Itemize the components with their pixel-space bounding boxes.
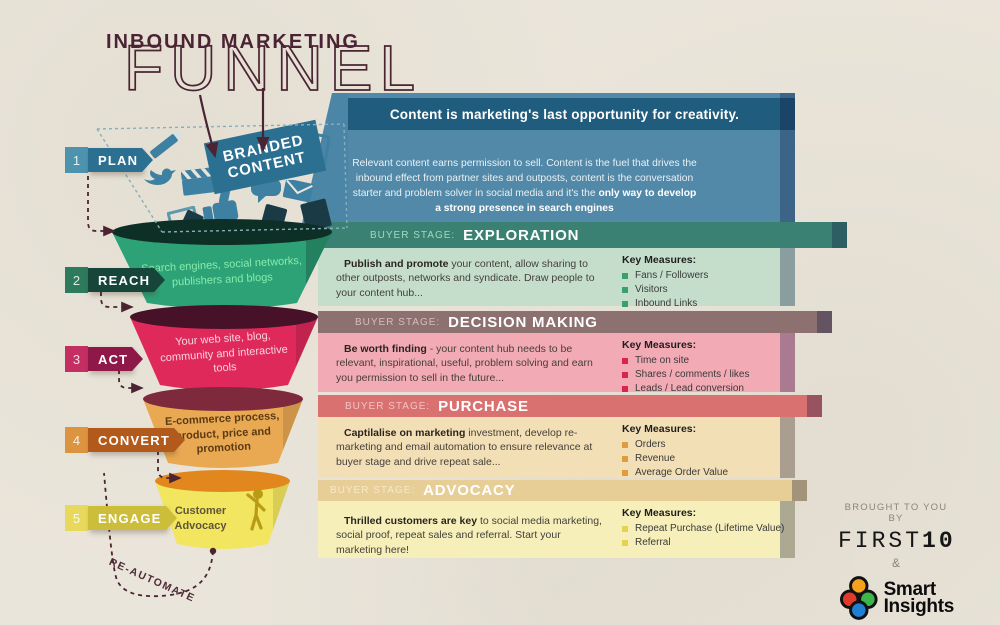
measure-item: Repeat Purchase (Lifetime Value) (622, 523, 784, 534)
envelope-icon (283, 180, 314, 203)
bullet-icon (622, 539, 628, 546)
re-automate-label: RE-AUTOMATE (107, 556, 198, 605)
key-measures-title: Key Measures: (622, 423, 697, 435)
buyer-stage-label: BUYER STAGE: (370, 229, 456, 241)
buyer-stage-band-purchase: BUYER STAGE: PURCHASE (318, 395, 822, 417)
buyer-stage-name: EXPLORATION (463, 226, 580, 244)
row-body-text: your content, allow sharing to other out… (336, 258, 595, 299)
row-paragraph: Thrilled customers are key to social med… (336, 514, 608, 557)
stage-row-purchase: Captilalise on marketing investment, dev… (318, 417, 795, 478)
stage-number: 5 (65, 505, 88, 531)
key-measures-title: Key Measures: (622, 507, 697, 519)
brought-to-you-by: BROUGHT TO YOU BY (844, 502, 948, 524)
branding-block: BROUGHT TO YOU BY FIRST10 & Smart Insigh… (838, 502, 954, 623)
intro-headline-band: Content is marketing's last opportunity … (348, 98, 795, 130)
bullet-icon (622, 357, 628, 364)
key-measures-title: Key Measures: (622, 254, 697, 266)
measure-item: Visitors (622, 284, 708, 295)
measure-item: Time on site (622, 355, 749, 366)
intro-paragraph-bold: only way to develop a strong presence in… (435, 187, 697, 214)
key-measures-title: Key Measures: (622, 339, 697, 351)
stage-name: REACH (88, 268, 166, 292)
title-line1: INBOUND MARKETING (106, 31, 360, 53)
buyer-stage-name: ADVOCACY (423, 482, 516, 499)
row-body-text: - your content hub needs to be relevant,… (336, 343, 593, 384)
row-paragraph: Be worth finding - your content hub need… (336, 342, 608, 385)
buyer-stage-band-advocacy: BUYER STAGE: ADVOCACY (318, 480, 807, 501)
bullet-icon (622, 286, 628, 293)
buyer-stage-band-decision-making: BUYER STAGE: DECISION MAKING (318, 311, 832, 333)
ampersand: & (891, 556, 900, 570)
measure-item: Orders (622, 439, 728, 450)
buyer-stage-label: BUYER STAGE: (355, 316, 441, 328)
bullet-icon (622, 385, 628, 392)
bullet-icon (622, 371, 628, 378)
row-paragraph: Captilalise on marketing investment, dev… (336, 426, 608, 469)
stage-label-plan: 1 PLAN (65, 147, 154, 173)
smart-insights-wordmark: Smart Insights (883, 578, 955, 617)
thumbs-up-icon (202, 183, 239, 225)
measure-item: Referral (622, 537, 784, 548)
row-lead: Captilalise on marketing (344, 427, 466, 439)
key-measures: Key Measures: Repeat Purchase (Lifetime … (622, 507, 784, 548)
row-lead: Thrilled customers are key (344, 515, 478, 527)
row-lead: Publish and promote (344, 258, 449, 270)
bullet-icon (622, 441, 628, 448)
advocate-person-icon (246, 489, 266, 531)
stage-name: CONVERT (88, 428, 185, 452)
stage-name: ENGAGE (88, 506, 177, 530)
funnel-act (130, 305, 318, 391)
clapperboard-icon (181, 167, 216, 196)
row-body-text: investment, develop re-marketing and ema… (336, 427, 593, 468)
buyer-stage-label: BUYER STAGE: (330, 485, 416, 496)
smart-insights-mark-icon (839, 576, 878, 620)
row-lead: Be worth finding (344, 343, 427, 355)
row-body-text: to social media marketing, social proof,… (336, 515, 602, 556)
stage-name: PLAN (88, 148, 154, 172)
key-measures: Key Measures: Time on site Shares / comm… (622, 339, 749, 394)
measure-item: Shares / comments / likes (622, 369, 749, 380)
stage-row-decision-making: Be worth finding - your content hub need… (318, 333, 795, 394)
buyer-stage-band-exploration: BUYER STAGE: EXPLORATION (318, 222, 847, 248)
buyer-stage-name: PURCHASE (438, 397, 529, 415)
measure-item: Average Order Value (622, 467, 728, 478)
smart-insights-logo: Smart Insights (838, 573, 954, 623)
key-measures: Key Measures: Fans / Followers Visitors … (622, 254, 708, 309)
stage-number: 3 (65, 346, 88, 372)
measure-item: Fans / Followers (622, 270, 708, 281)
bullet-icon (622, 300, 628, 307)
key-measures: Key Measures: Orders Revenue Average Ord… (622, 423, 728, 478)
buyer-stage-label: BUYER STAGE: (345, 400, 431, 412)
stage-name: ACT (88, 347, 144, 371)
bullet-icon (622, 455, 628, 462)
stage-label-act: 3 ACT (65, 346, 144, 372)
measure-item: Inbound Links (622, 298, 708, 309)
stage-number: 4 (65, 427, 88, 453)
stage-number: 1 (65, 147, 88, 173)
stage-row-advocacy: Thrilled customers are key to social med… (318, 501, 795, 558)
buyer-stage-name: DECISION MAKING (448, 313, 598, 331)
measure-item: Leads / Lead conversion (622, 383, 749, 394)
intro-headline: Content is marketing's last opportunity … (389, 106, 740, 122)
stage-number: 2 (65, 267, 88, 293)
stage-label-engage: 5 ENGAGE (65, 505, 177, 531)
bullet-icon (622, 469, 628, 476)
stage-row-exploration: Publish and promote your content, allow … (318, 248, 795, 309)
funnel-reach (112, 219, 332, 309)
intro-paragraph: Relevant content earns permission to sel… (352, 157, 697, 217)
measure-item: Revenue (622, 453, 728, 464)
bullet-icon (622, 272, 628, 279)
bullet-icon (622, 525, 628, 532)
intro-paragraph-text: Relevant content earns permission to sel… (352, 158, 697, 199)
title-line2: FUNNEL (123, 32, 423, 104)
row-paragraph: Publish and promote your content, allow … (336, 257, 608, 300)
first10-logo: FIRST10 (838, 528, 956, 554)
stage-label-reach: 2 REACH (65, 267, 166, 293)
stage-label-convert: 4 CONVERT (65, 427, 185, 453)
